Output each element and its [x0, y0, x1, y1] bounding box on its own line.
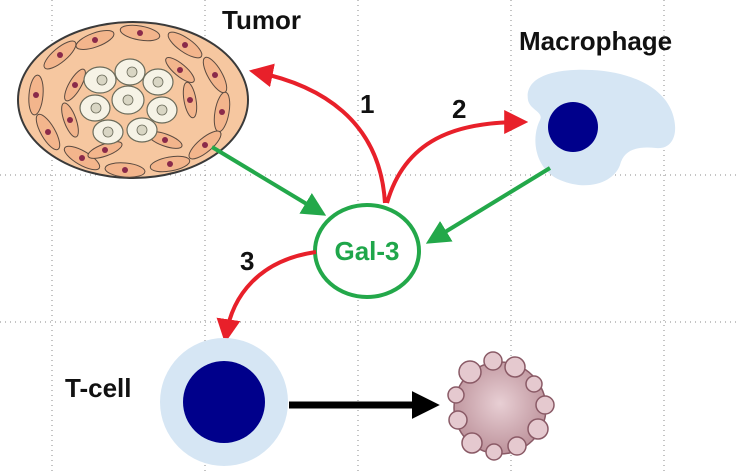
apoptotic-cell-illustration	[447, 351, 555, 461]
tumor-illustration	[17, 21, 249, 179]
arrow-number-2: 2	[452, 94, 466, 124]
macrophage-label: Macrophage	[519, 26, 672, 56]
arrow-number-3: 3	[240, 246, 254, 276]
macrophage-to-gal3-arrow	[425, 166, 552, 244]
tumor-label: Tumor	[222, 5, 301, 35]
tumor-to-gal3-arrow	[210, 145, 327, 216]
tcell-label: T-cell	[65, 373, 131, 403]
arrow-number-1: 1	[360, 89, 374, 119]
macrophage-illustration	[527, 69, 676, 186]
tcell-illustration	[160, 338, 288, 466]
gal3-to-macrophage-arrow	[385, 110, 529, 204]
gal3-label: Gal-3	[334, 236, 399, 266]
gal3-to-tcell-arrow	[216, 250, 317, 344]
gal3-to-tumor-arrow	[248, 63, 387, 204]
